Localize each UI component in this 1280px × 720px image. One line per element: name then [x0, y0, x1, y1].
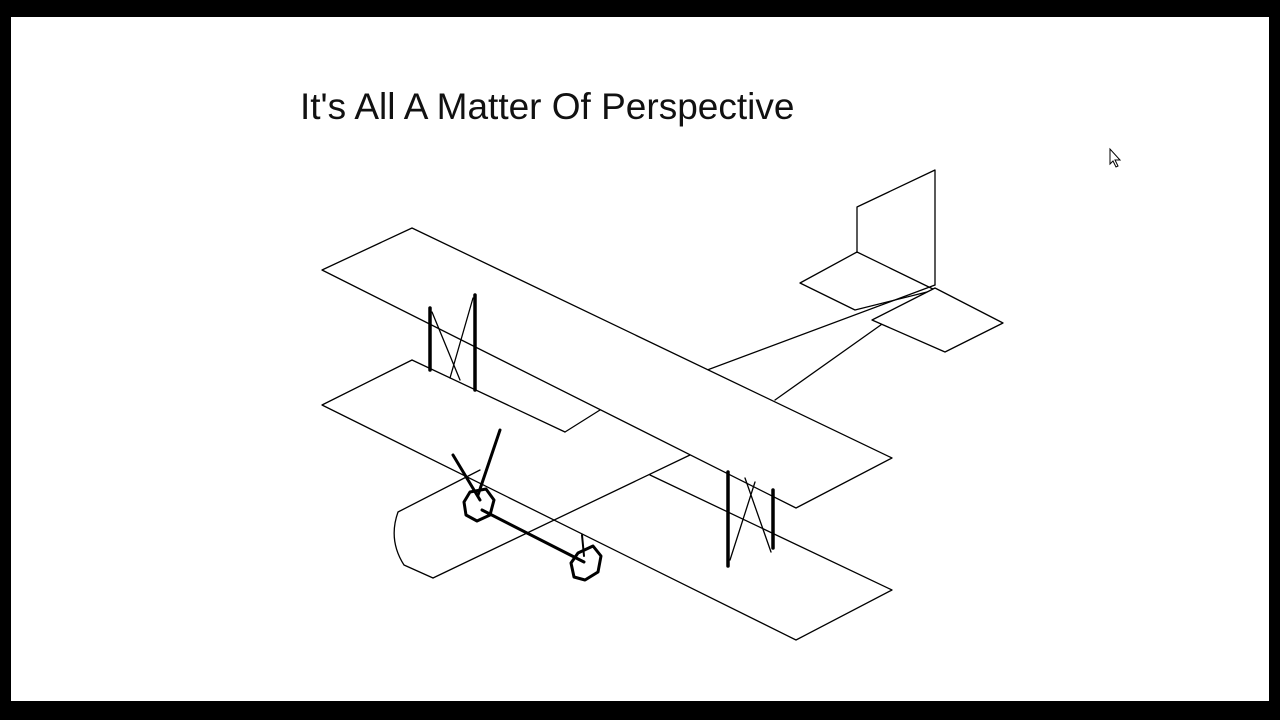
right-struts — [726, 470, 775, 568]
propeller — [451, 428, 502, 523]
landing-gear — [480, 508, 603, 582]
tail — [799, 169, 1004, 353]
slide-title: It's All A Matter Of Perspective — [300, 86, 795, 127]
left-struts — [428, 293, 477, 392]
lower-wing — [321, 359, 893, 641]
upper-wing — [321, 227, 893, 509]
